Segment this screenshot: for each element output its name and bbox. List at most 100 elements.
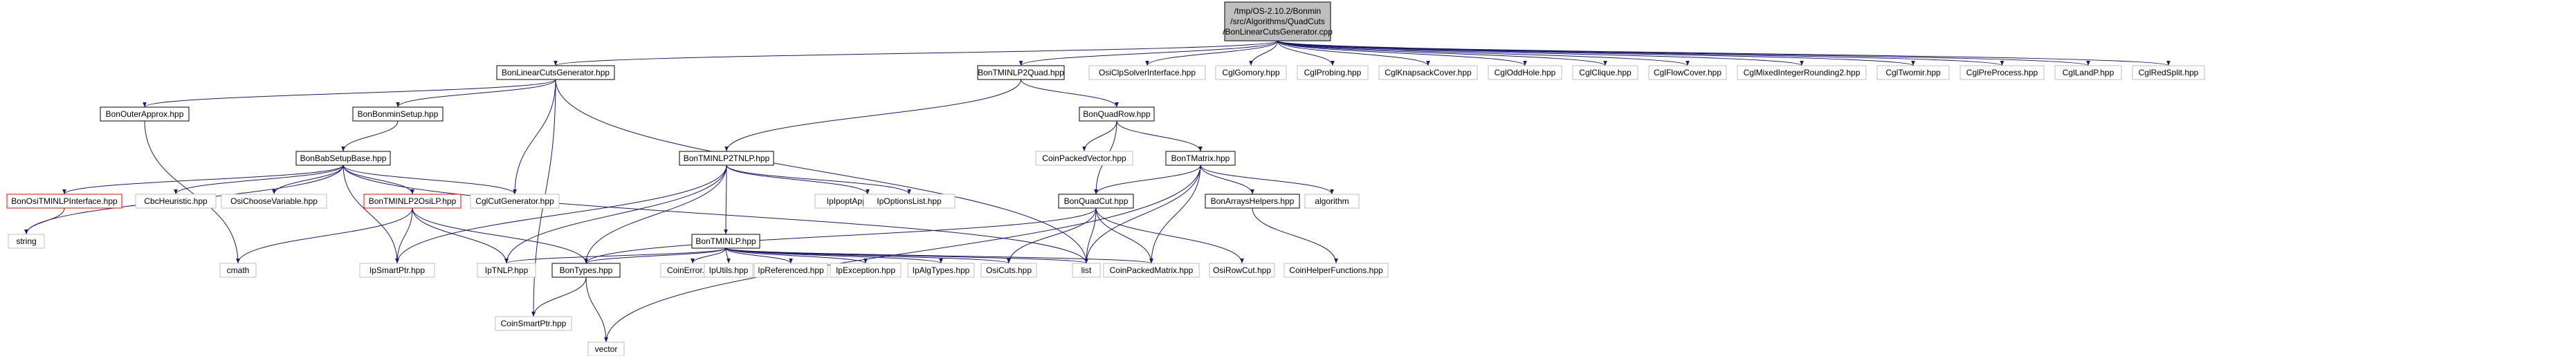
node-quadrow[interactable]: BonQuadRow.hpp [1079,106,1155,122]
node-tmatrix[interactable]: BonTMatrix.hpp [1165,151,1236,166]
node-label: CglClique.hpp [1579,68,1632,77]
node-label: BonTMINLP2Quad.hpp [978,68,1064,77]
edge-tminlp2quad-to-tminlp2tnlp [724,79,1021,152]
node-box [1072,263,1101,278]
node-root[interactable]: /tmp/OS-2.10.2/Bonmin/src/Algorithms/Qua… [1223,1,1333,41]
edge-tminlp2osilp-to-ipsmartptr [395,207,413,264]
edge-babsetupbase-to-list [342,165,1088,264]
node-box [691,234,760,249]
node-box [1209,263,1275,278]
node-coinsmartptr: CoinSmartPtr.hpp [495,316,572,331]
node-box [1304,194,1360,209]
node-label: CoinPackedVector.hpp [1042,153,1126,163]
node-box [295,151,391,166]
node-arrayshelpers[interactable]: BonArraysHelpers.hpp [1205,194,1300,209]
node-osirowcut: OsiRowCut.hpp [1209,263,1275,278]
node-box [863,194,956,209]
node-label: CoinPackedMatrix.hpp [1110,265,1194,275]
node-box [219,263,257,278]
node-label: /src/Algorithms/QuadCuts [1230,17,1325,26]
node-label: IpReferenced.hpp [758,265,824,275]
edge-tminlp2tnlp-to-bontypes [584,165,727,264]
node-label: CglOddHole.hpp [1495,68,1556,77]
node-box [495,316,572,331]
edge-root-to-cglmixed [1277,40,1804,66]
edge-bonminsetup-to-babsetupbase [341,120,399,152]
node-box [587,341,625,356]
node-cglcutgen: CglCutGenerator.hpp [470,194,560,209]
node-tminlp2osilp[interactable]: BonTMINLP2OsiLP.hpp [363,194,462,209]
dependency-edges [24,40,2171,343]
edge-babsetupbase-to-ositminlp [62,165,344,195]
node-box [980,263,1037,278]
node-label: BonTypes.hpp [560,265,613,275]
node-box [1224,1,1331,41]
edge-root-to-cglgomory [1249,40,1278,66]
node-box [551,263,621,278]
node-box [363,194,462,209]
node-label: IpSmartPtr.hpp [369,265,425,275]
node-label: BonTMINLP2TNLP.hpp [684,153,770,163]
node-label: cmath [227,265,250,275]
node-label: BonArraysHelpers.hpp [1211,196,1295,206]
edge-bontypes-to-vector [585,277,608,343]
node-box [352,106,444,122]
edge-tminlp-to-osicuts [725,247,1011,264]
node-label: BonLinearCutsGenerator.hpp [502,68,610,77]
edge-quadcut-to-list [1084,207,1097,264]
node-label: BonQuadCut.hpp [1064,196,1129,206]
node-cglgomory: CglGomory.hpp [1215,65,1287,80]
node-osiclp: OsiClpSolverInterface.hpp [1088,65,1206,80]
node-cglprobing: CglProbing.hpp [1297,65,1369,80]
node-cgltwomir: CglTwomir.hpp [1876,65,1950,80]
edge-tminlp2osilp-to-bontypes [412,207,588,264]
node-label: BonTMINLP2OsiLP.hpp [369,196,457,206]
node-label: list [1081,265,1092,275]
node-label: CoinHelperFunctions.hpp [1289,265,1383,275]
edge-tminlp2tnlp-to-tminlp [724,165,728,235]
node-cglmixed: CglMixedIntegerRounding2.hpp [1737,65,1867,80]
node-ipalgtypes: IpAlgTypes.hpp [907,263,975,278]
node-label: BonOsiTMINLPInterface.hpp [11,196,118,206]
node-label: BonOuterApprox.hpp [106,109,184,119]
node-linear_cuts_gen[interactable]: BonLinearCutsGenerator.hpp [496,65,615,80]
node-cgllandp: CglLandP.hpp [2054,65,2122,80]
edge-tmatrix-to-coinpackedmatrix [1149,165,1201,264]
node-outerapprox[interactable]: BonOuterApprox.hpp [100,106,190,122]
edge-babsetupbase-to-ipsmartptr [342,165,399,264]
edge-root-to-cglclique [1277,40,1607,66]
edge-linear_cuts_gen-to-cglcutgen [513,79,556,195]
node-ositminlp[interactable]: BonOsiTMINLPInterface.hpp [6,194,122,209]
node-label: CglKnapsackCover.hpp [1385,68,1472,77]
edge-babsetupbase-to-tminlp2osilp [342,165,414,195]
node-cglknapsack: CglKnapsackCover.hpp [1378,65,1478,80]
edge-tminlp2osilp-to-iptnlp [412,207,509,264]
node-label: CglGomory.hpp [1222,68,1279,77]
edge-tminlp-to-coinerror [691,247,727,264]
node-label: CglMixedIntegerRounding2.hpp [1744,68,1861,77]
edge-tminlp2tnlp-to-ipoptapp [726,165,870,195]
node-tminlp2quad[interactable]: BonTMINLP2Quad.hpp [977,65,1065,80]
node-bontypes[interactable]: BonTypes.hpp [551,263,621,278]
edge-babsetupbase-to-cbcheuristic [174,165,344,195]
edge-root-to-cglredsplit [1277,40,2171,66]
node-tminlp2tnlp[interactable]: BonTMINLP2TNLP.hpp [679,151,774,166]
node-string: string [8,234,45,249]
node-bonminsetup[interactable]: BonBonminSetup.hpp [352,106,444,122]
node-tminlp[interactable]: BonTMINLP.hpp [691,234,760,249]
edge-tminlp-to-iptnlp [504,247,727,264]
edge-root-to-cglprobing [1277,40,1335,66]
node-osicuts: OsiCuts.hpp [980,263,1037,278]
node-label: CglCutGenerator.hpp [475,196,554,206]
node-quadcut[interactable]: BonQuadCut.hpp [1058,194,1134,209]
edge-root-to-cgloddhole [1277,40,1527,66]
edge-bontypes-to-coinsmartptr [531,277,587,317]
edge-root-to-cglflowcover [1277,40,1690,66]
node-cmath: cmath [219,263,257,278]
node-label: IpOptionsList.hpp [877,196,942,206]
edge-linear_cuts_gen-to-bonminsetup [396,79,556,108]
node-coinpackedmatrix: CoinPackedMatrix.hpp [1103,263,1200,278]
edge-tminlp-to-coinpackedmatrix [725,247,1153,264]
node-babsetupbase[interactable]: BonBabSetupBase.hpp [295,151,391,166]
